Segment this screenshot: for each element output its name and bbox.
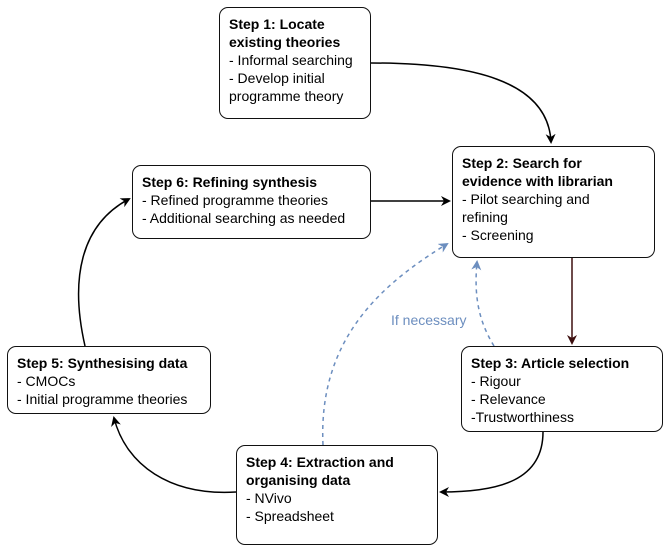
step1-item: programme theory [229,88,344,104]
step5-title: Step 5: Synthesising data [17,355,188,371]
step4-title-line2: organising data [246,472,351,488]
step3-items: - Rigour - Relevance -Trustworthiness [471,372,653,426]
step2-item: - Screening [462,227,534,243]
step6-box: Step 6: Refining synthesis - Refined pro… [132,165,371,239]
step3-item: - Rigour [471,373,521,389]
step1-title-line1: Step 1: Locate [229,16,325,32]
step4-title-line1: Step 4: Extraction and [246,454,394,470]
step1-item: - Develop initial [229,70,325,86]
step3-box: Step 3: Article selection - Rigour - Rel… [461,346,663,432]
step4-items: - NVivo - Spreadsheet [246,489,428,525]
step5-items: - CMOCs - Initial programme theories [17,372,201,408]
step2-title-line1: Step 2: Search for [462,155,582,171]
dashed-arrow-step3-to-step2 [471,260,495,347]
step1-box: Step 1: Locate existing theories - Infor… [219,7,371,119]
step6-title: Step 6: Refining synthesis [142,174,318,190]
step6-item: - Refined programme theories [142,192,328,208]
arrow-step3-to-step4 [439,431,544,497]
step5-item: - CMOCs [17,373,76,389]
step3-item: -Trustworthiness [471,409,574,425]
step1-title-line2: existing theories [229,34,341,50]
step3-item: - Relevance [471,391,546,407]
step5-box: Step 5: Synthesising data - CMOCs - Init… [7,346,211,414]
step2-item: refining [462,209,508,225]
step4-box: Step 4: Extraction and organising data -… [236,445,438,545]
step6-items: - Refined programme theories - Additiona… [142,191,361,227]
step1-item: - Informal searching [229,52,353,68]
step2-items: - Pilot searching and refining - Screeni… [462,190,645,244]
step2-box: Step 2: Search for evidence with librari… [452,146,655,258]
feedback-label: If necessary [391,312,467,328]
step2-item: - Pilot searching and [462,191,590,207]
step4-item: - NVivo [246,490,292,506]
step4-item: - Spreadsheet [246,508,334,524]
step1-items: - Informal searching - Develop initial p… [229,51,361,105]
step6-item: - Additional searching as needed [142,210,346,226]
arrow-step5-to-step6 [77,198,131,347]
step5-item: - Initial programme theories [17,391,188,407]
step3-title: Step 3: Article selection [471,355,630,371]
arrow-step1-to-step2 [370,62,556,144]
step2-title-line2: evidence with librarian [462,173,613,189]
dashed-arrow-step4-to-step2 [322,242,449,446]
arrow-step4-to-step5 [111,416,237,494]
